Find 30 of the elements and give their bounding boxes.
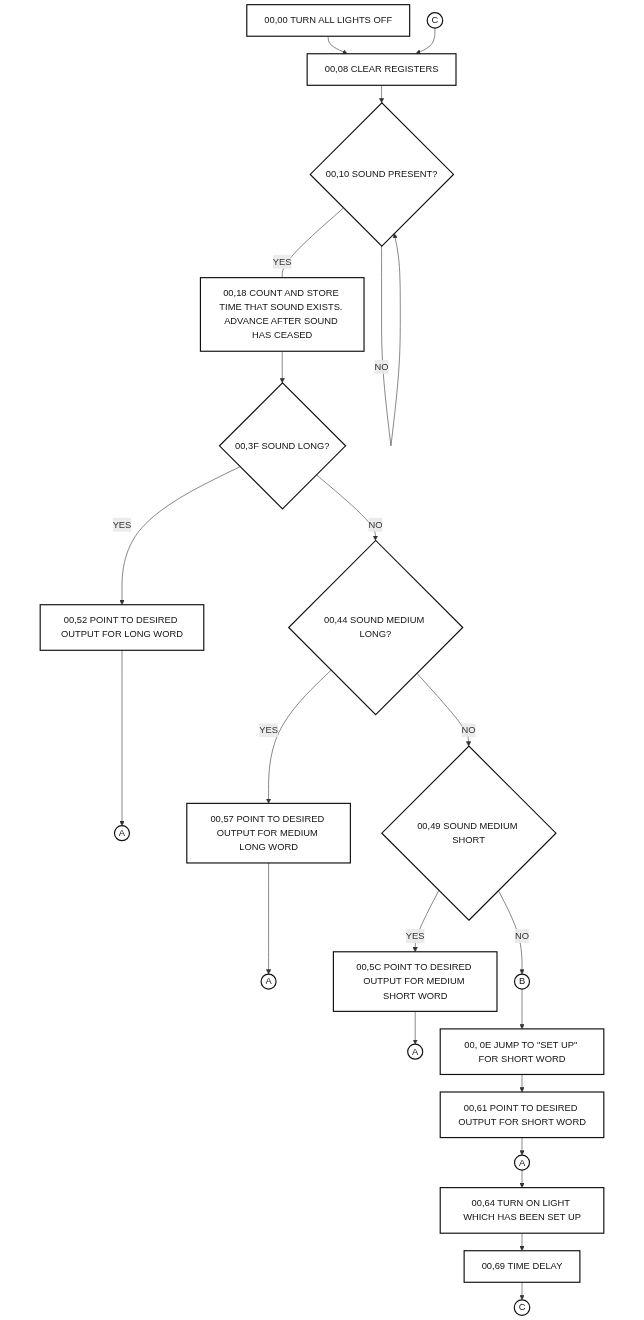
- node-box: 00,00 TURN ALL LIGHTS OFF: [246, 4, 411, 37]
- node-circle: A: [113, 825, 131, 842]
- node-diamond: 00,44 SOUND MEDIUM LONG?: [287, 539, 464, 716]
- node-box: 00,69 TIME DELAY: [463, 1250, 581, 1283]
- edge-label: NO: [368, 519, 383, 530]
- edge-label: YES: [272, 256, 292, 267]
- edge-label: NO: [461, 725, 476, 736]
- node-circle: C: [426, 12, 444, 29]
- node-box: 00, 0E JUMP TO "SET UP" FOR SHORT WORD: [439, 1028, 605, 1076]
- node-box: 00,57 POINT TO DESIRED OUTPUT FOR MEDIUM LONG WORD: [186, 802, 351, 864]
- edge-label: NO: [515, 930, 530, 941]
- node-box: 00,52 POINT TO DESIRED OUTPUT FOR LONG WORD: [39, 604, 205, 651]
- node-circle: A: [260, 973, 277, 990]
- node-circle: A: [513, 1154, 531, 1171]
- edge-label: YES: [112, 519, 132, 530]
- node-diamond: 00,10 SOUND PRESENT?: [309, 102, 455, 247]
- edge-label: NO: [374, 361, 389, 372]
- edge-label: YES: [405, 930, 425, 941]
- node-diamond: 00,49 SOUND MEDIUM SHORT: [381, 745, 557, 922]
- node-circle: B: [513, 973, 531, 990]
- node-box: 00,5C POINT TO DESIRED OUTPUT FOR MEDIUM SHORT WORD: [332, 951, 498, 1012]
- connector: [281, 207, 344, 278]
- node-circle: A: [407, 1043, 424, 1060]
- node-circle: C: [513, 1299, 531, 1316]
- node-diamond: 00,3F SOUND LONG?: [218, 381, 347, 510]
- node-box: 00,08 CLEAR REGISTERS: [306, 53, 457, 86]
- edge-label: YES: [259, 725, 278, 736]
- node-box: 00,18 COUNT AND STORE TIME THAT SOUND EXISTS. ADVANCE AFTER SOUND HAS CEASED: [199, 277, 365, 352]
- node-box: 00,61 POINT TO DESIRED OUTPUT FOR SHORT WORD: [439, 1091, 605, 1139]
- node-box: 00,64 TURN ON LIGHT WHICH HAS BEEN SET UP: [439, 1187, 605, 1234]
